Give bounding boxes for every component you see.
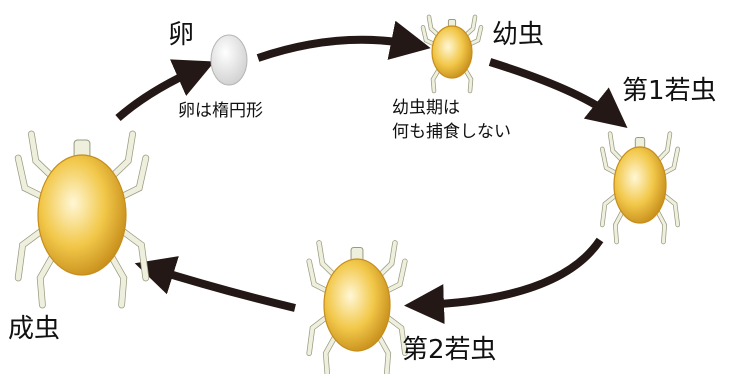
- nymph2-mite-illustration: [306, 240, 408, 377]
- nymph1-label: 第1若虫: [622, 76, 717, 106]
- larva-note-line1: 幼虫期は: [392, 98, 460, 118]
- arrow-adult-to-egg: [115, 59, 215, 122]
- nymph1-mite-illustration: [599, 131, 681, 245]
- arrow-larva-to-nymph1: [488, 58, 628, 128]
- larva-mite-illustration: [420, 14, 484, 94]
- nymph2-label: 第2若虫: [402, 335, 497, 365]
- arrow-nymph1-to-nymph2: [404, 237, 604, 325]
- larva-note-line2: 何も捕食しない: [392, 122, 511, 142]
- arrow-egg-to-larva: [256, 20, 431, 62]
- adult-label: 成虫: [8, 314, 61, 344]
- egg-label: 卵: [168, 20, 195, 50]
- egg-illustration: [210, 34, 248, 86]
- adult-mite-illustration: [14, 130, 150, 309]
- arrow-nymph2-to-adult: [134, 256, 296, 312]
- egg-note: 卵は楕円形: [178, 101, 263, 121]
- larva-label: 幼虫: [492, 20, 545, 50]
